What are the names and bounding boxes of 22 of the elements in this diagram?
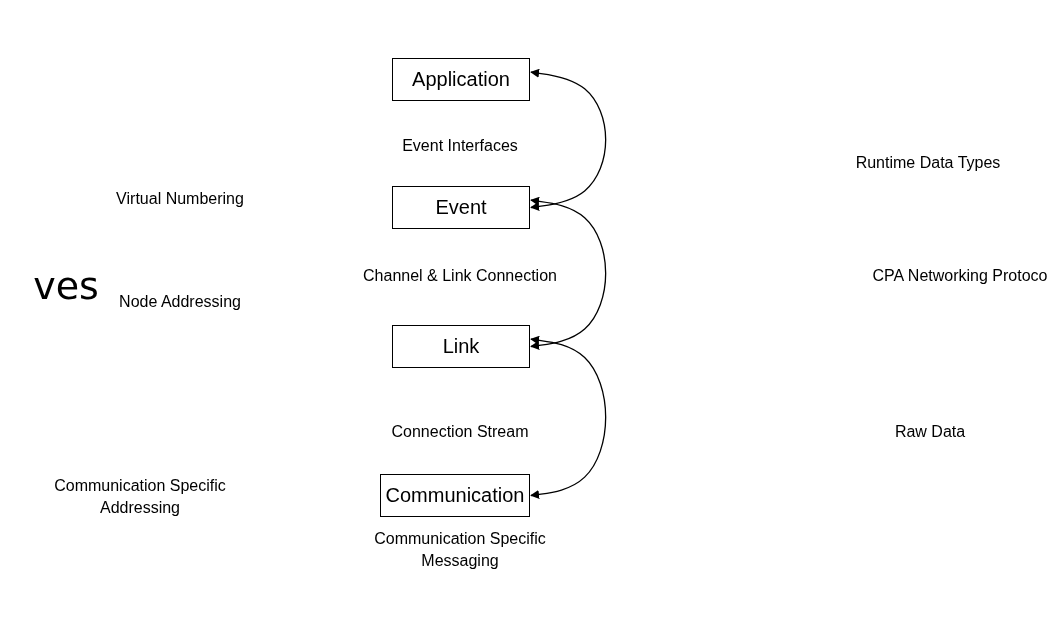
annotation-text: ves: [33, 267, 99, 305]
layer-name: Event: [435, 196, 487, 219]
double-arrow: [530, 68, 607, 211]
annotation-text: Event Interfaces: [402, 136, 518, 157]
annotation-text: Raw Data: [894, 422, 966, 443]
annotation-text: Connection Stream: [391, 422, 529, 443]
layer-name: Communication: [385, 484, 525, 507]
annotation-text: CPA Networking Protoco: [872, 266, 1048, 287]
layer-name: Application: [412, 68, 510, 91]
layer-box: [392, 186, 530, 229]
layer-box: [392, 58, 530, 101]
layer-box: [392, 325, 530, 368]
annotation-text: Node Addressing: [119, 292, 241, 313]
annotation-text: Channel & Link Connection: [363, 266, 557, 287]
double-arrow: [530, 335, 607, 499]
annotation-text: Communication Specific Addressing: [53, 476, 227, 518]
layer-name: Link: [442, 335, 480, 358]
double-arrow: [530, 196, 607, 350]
layer-box: [380, 474, 530, 517]
annotation-text: Communication Specific Messaging: [373, 529, 547, 571]
annotation-text: Virtual Numbering: [116, 189, 244, 210]
annotation-text: Runtime Data Types: [855, 153, 1001, 174]
